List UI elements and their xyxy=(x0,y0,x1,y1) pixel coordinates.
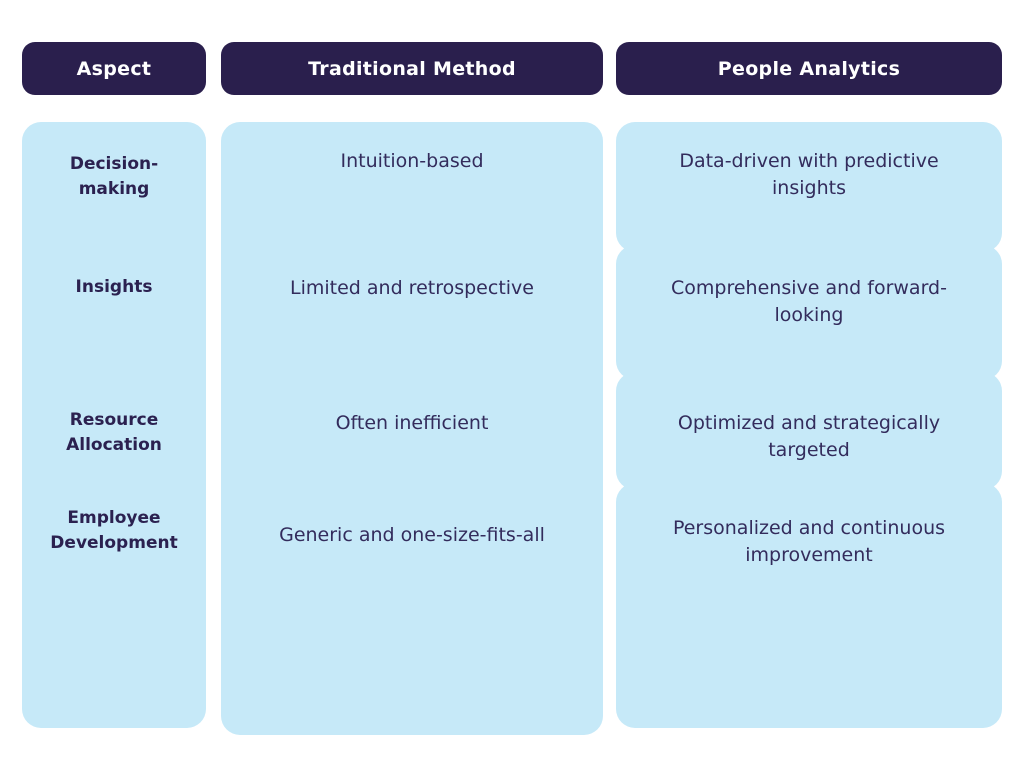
analytics-block-decision-making: Data-driven with predictive insights xyxy=(616,122,1002,252)
aspect-row-resource-allocation: Resource Allocation xyxy=(22,408,206,458)
aspect-label-employee-development: Employee Development xyxy=(50,508,178,553)
cell-traditional-employee-development: Generic and one-size-fits-all xyxy=(221,522,603,549)
cell-text: Intuition-based xyxy=(340,150,484,172)
aspect-row-insights: Insights xyxy=(22,275,206,300)
traditional-method-column: Intuition-based Limited and retrospectiv… xyxy=(221,122,603,735)
aspect-row-employee-development: Employee Development xyxy=(22,506,206,556)
cell-analytics-resource-allocation: Optimized and strategically targeted xyxy=(616,410,1002,464)
cell-analytics-insights: Comprehensive and forward-looking xyxy=(616,275,1002,329)
cell-text: Generic and one-size-fits-all xyxy=(279,524,545,546)
header-aspect-label: Aspect xyxy=(76,57,152,80)
header-aspect: Aspect xyxy=(22,42,206,95)
cell-text: Optimized and strategically targeted xyxy=(677,412,941,461)
cell-traditional-insights: Limited and retrospective xyxy=(221,275,603,302)
cell-analytics-decision-making: Data-driven with predictive insights xyxy=(616,148,1002,202)
aspect-row-decision-making: Decision-making xyxy=(22,152,206,202)
cell-traditional-resource-allocation: Often inefficient xyxy=(221,410,603,437)
cell-text: Limited and retrospective xyxy=(290,277,534,299)
aspect-label-resource-allocation: Resource Allocation xyxy=(66,410,162,455)
analytics-block-resource-allocation: Optimized and strategically targeted xyxy=(616,372,1002,490)
header-traditional-method-label: Traditional Method xyxy=(308,57,516,80)
cell-analytics-employee-development: Personalized and continuous improvement xyxy=(616,515,1002,569)
analytics-block-insights: Comprehensive and forward-looking xyxy=(616,245,1002,380)
header-people-analytics: People Analytics xyxy=(616,42,1002,95)
header-people-analytics-label: People Analytics xyxy=(717,57,901,80)
aspect-label-insights: Insights xyxy=(75,277,153,297)
cell-text: Personalized and continuous improvement xyxy=(672,517,946,566)
cell-text: Data-driven with predictive insights xyxy=(679,150,939,199)
cell-text: Comprehensive and forward-looking xyxy=(671,277,947,326)
aspect-column: Decision-making Insights Resource Alloca… xyxy=(22,122,206,728)
cell-text: Often inefficient xyxy=(335,412,489,434)
aspect-label-decision-making: Decision-making xyxy=(69,154,159,199)
cell-traditional-decision-making: Intuition-based xyxy=(221,148,603,175)
analytics-block-employee-development: Personalized and continuous improvement xyxy=(616,483,1002,728)
header-traditional-method: Traditional Method xyxy=(221,42,603,95)
